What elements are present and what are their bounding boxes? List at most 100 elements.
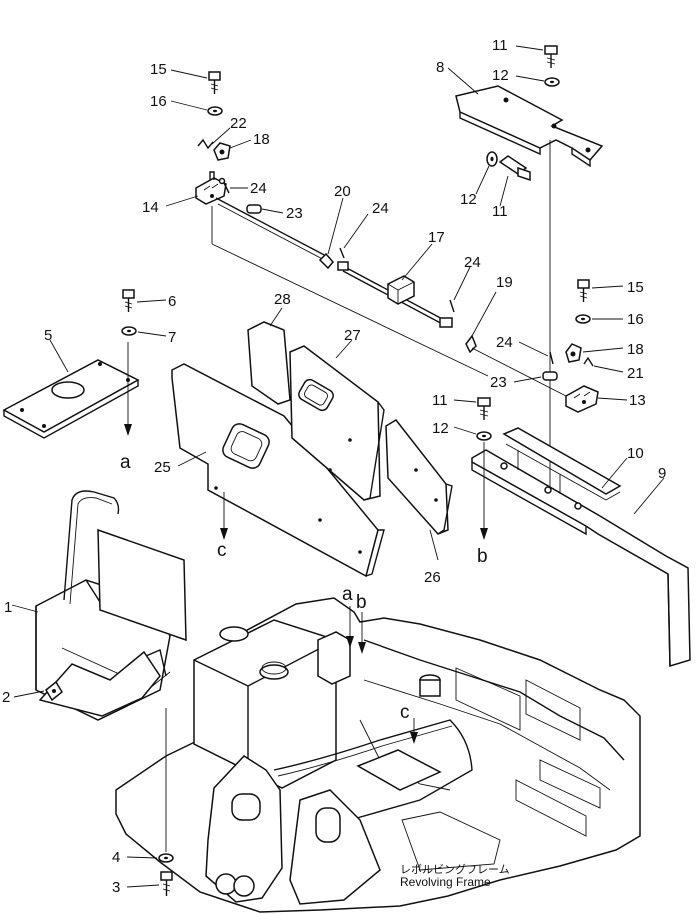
leader-20 <box>327 197 344 255</box>
ref-letter-b-top: b <box>477 546 488 567</box>
leader-10 <box>601 457 628 489</box>
callout-25: 25 <box>154 459 171 476</box>
leader-6 <box>136 299 167 303</box>
leader-11-side <box>499 175 509 207</box>
bolt-11-low <box>477 397 491 420</box>
hinge-pin-23-left <box>246 204 262 214</box>
washer-16-left <box>207 106 223 116</box>
hinge-bracket-14 <box>195 171 227 205</box>
leader-19 <box>471 291 497 337</box>
bolt-15-right <box>577 279 590 302</box>
pin-24-right <box>549 351 554 365</box>
callout-15-left: 15 <box>150 61 167 78</box>
leader-15-left <box>170 69 208 79</box>
callout-11-top: 11 <box>492 37 508 54</box>
ref-letter-c-low: c <box>400 702 410 723</box>
callout-3: 3 <box>112 879 120 896</box>
pin-24-rod <box>449 299 455 313</box>
cover-plate-5 <box>2 359 140 439</box>
leader-13 <box>597 397 628 401</box>
callout-2: 2 <box>2 689 10 706</box>
bolt-6 <box>122 289 135 312</box>
ref-letter-a-low: a <box>342 584 353 605</box>
leader-24b <box>343 213 369 249</box>
leader-18-left <box>229 139 252 149</box>
catch-18-right <box>565 343 582 363</box>
callout-24-rod: 24 <box>464 254 481 271</box>
washer-7 <box>121 326 137 336</box>
callout-10: 10 <box>627 445 644 462</box>
leader-12-low <box>453 426 477 435</box>
callout-16-left: 16 <box>150 93 167 110</box>
clip-20 <box>318 252 334 270</box>
guide-line-clip <box>471 347 567 397</box>
ref-letter-a-top: a <box>120 452 131 473</box>
leader-7 <box>137 331 167 337</box>
caption-english: Revolving Frame <box>400 875 491 889</box>
revolving-frame <box>115 597 641 913</box>
pin-24-mid <box>339 247 345 259</box>
leader-23-right <box>513 376 542 383</box>
callout-4: 4 <box>112 849 120 866</box>
callout-5: 5 <box>44 327 52 344</box>
tool-box-1 <box>35 490 187 721</box>
leader-22 <box>211 127 231 145</box>
leader-12-side <box>475 165 490 195</box>
bolt-3 <box>160 871 173 896</box>
callout-13: 13 <box>629 392 646 409</box>
callout-22: 22 <box>230 115 247 132</box>
leader-12-top <box>515 75 545 82</box>
caption-japanese: レボルビングフレーム <box>400 862 510 876</box>
callout-11-low: 11 <box>432 392 448 409</box>
clip-2 <box>45 680 63 702</box>
leader-11-low <box>453 399 477 403</box>
hinge-bracket-13 <box>565 385 599 413</box>
callout-18-left: 18 <box>253 131 270 148</box>
callout-28: 28 <box>274 291 291 308</box>
leader-18-right <box>582 347 624 353</box>
leader-17 <box>401 243 433 281</box>
catch-18-left <box>213 142 231 161</box>
callout-12-side: 12 <box>460 191 477 208</box>
leader-11-top <box>515 45 544 51</box>
latch-pin-21 <box>583 356 594 367</box>
leader-25 <box>177 451 207 467</box>
pin-24-upper <box>218 177 230 194</box>
callout-9: 9 <box>658 465 666 482</box>
leader-24c <box>453 266 471 301</box>
ref-letter-b-low: b <box>356 592 367 613</box>
panel-27 <box>289 345 385 501</box>
callout-23-right: 23 <box>490 374 507 391</box>
bolt-11-side <box>498 155 531 182</box>
callout-12-low: 12 <box>432 420 449 437</box>
bolt-11-top <box>544 45 558 68</box>
panel-28 <box>247 321 291 405</box>
ref-letter-c-top: c <box>217 540 227 561</box>
leader-21 <box>593 365 624 373</box>
leader-3 <box>126 884 160 888</box>
callout-6: 6 <box>168 293 176 310</box>
latch-pin-22 <box>197 138 214 150</box>
leader-26 <box>429 529 439 561</box>
leader-2 <box>13 690 45 698</box>
washer-12-top <box>544 77 560 87</box>
leader-1 <box>11 604 39 613</box>
washer-12-low <box>476 431 492 441</box>
leader-8 <box>447 67 479 95</box>
leader-4 <box>126 856 158 859</box>
leader-14 <box>165 195 199 207</box>
washer-16-right <box>575 314 591 324</box>
cover-bracket-9 <box>471 427 691 668</box>
washer-12-side <box>486 151 498 167</box>
callout-12-top: 12 <box>492 67 509 84</box>
callout-26: 26 <box>424 569 441 586</box>
callout-21: 21 <box>627 365 644 382</box>
callout-8: 8 <box>436 59 444 76</box>
washer-4 <box>158 853 174 863</box>
leader-16-left <box>170 100 208 111</box>
leader-15-right <box>591 285 624 289</box>
callout-24-mid: 24 <box>372 200 389 217</box>
leader-24d <box>518 341 549 357</box>
callout-7: 7 <box>168 329 176 346</box>
